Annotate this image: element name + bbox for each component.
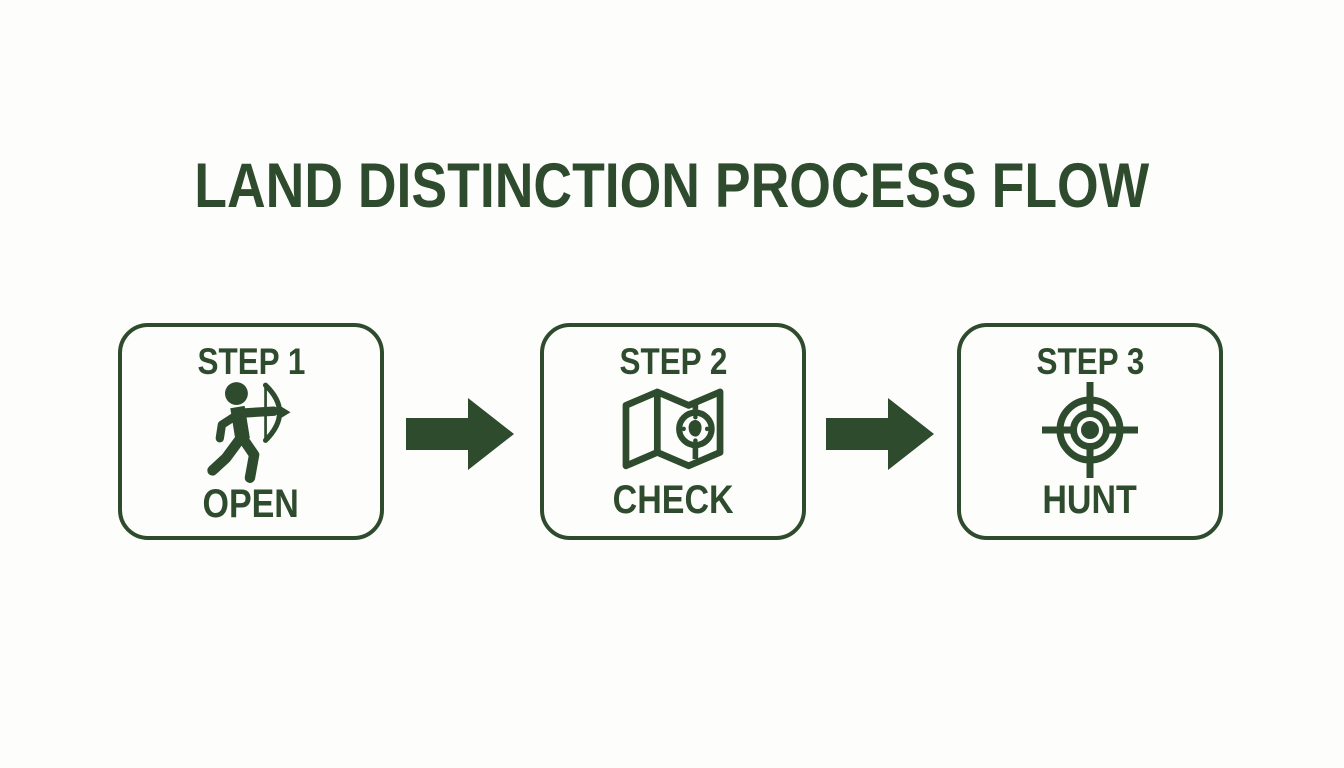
step-2-label: STEP 2 [619, 341, 727, 382]
step-1-action-label: OPEN [202, 482, 300, 526]
title-container: LAND DISTINCTION PROCESS FLOW [0, 150, 1344, 222]
crosshair-target-icon [1042, 382, 1138, 478]
step-3-icon-slot [1040, 380, 1140, 480]
step-3-label: STEP 3 [1036, 341, 1144, 382]
step-3-action-label: HUNT [1042, 478, 1138, 522]
step-1-label: STEP 1 [197, 341, 305, 382]
step-1-icon-slot [199, 380, 303, 484]
step-box-1: STEP 1 OPEN [118, 323, 384, 540]
page-title: LAND DISTINCTION PROCESS FLOW [194, 151, 1150, 221]
step-box-2: STEP 2 CHECK [540, 323, 806, 540]
arrow-right-icon [826, 398, 934, 470]
step-2-action-label: CHECK [612, 478, 734, 522]
arrow-right-icon [406, 398, 514, 470]
archer-bow-icon [207, 382, 291, 483]
trifold-map-compass-icon [622, 388, 724, 470]
step-2-icon-slot [617, 380, 729, 480]
step-box-3: STEP 3 HUNT [957, 323, 1223, 540]
